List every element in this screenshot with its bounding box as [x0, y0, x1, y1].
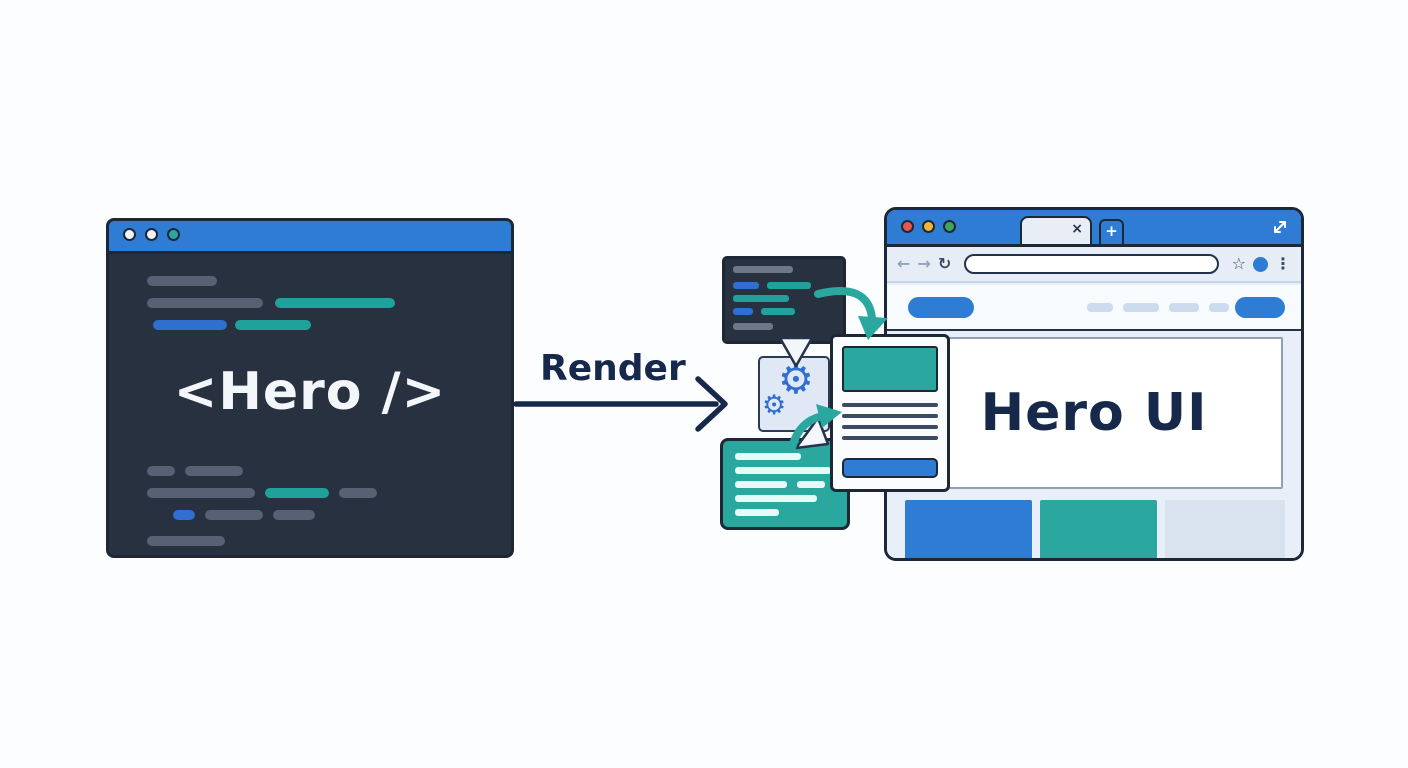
traffic-light-red-icon	[901, 220, 914, 233]
window-button-2	[145, 228, 158, 241]
card-image-block	[842, 346, 938, 392]
code-line	[733, 308, 753, 315]
gear-icon: ⚙	[762, 390, 787, 421]
code-line	[733, 323, 773, 330]
code-line	[153, 320, 227, 330]
nav-button-left	[908, 297, 974, 318]
code-line	[797, 481, 825, 488]
nav-dash	[1209, 303, 1229, 312]
code-line	[205, 510, 263, 520]
window-button-1	[123, 228, 136, 241]
card-text-line	[842, 425, 938, 429]
mini-code-window	[722, 256, 846, 344]
nav-dash	[1087, 303, 1113, 312]
code-editor-window: <Hero />	[106, 218, 514, 558]
gear-panel: ⚙ ⚙	[758, 356, 830, 432]
code-line	[273, 510, 315, 520]
profile-icon	[1253, 256, 1268, 272]
render-arrow	[513, 376, 728, 432]
code-line	[339, 488, 377, 498]
traffic-light-yellow-icon	[922, 220, 935, 233]
tab-close-icon: ×	[1071, 221, 1083, 237]
footer-block-gray	[1165, 500, 1285, 558]
code-line	[185, 466, 243, 476]
code-line	[733, 282, 759, 289]
component-card	[830, 334, 950, 492]
flow-arrow-up-icon	[794, 416, 830, 450]
render-label: Render	[540, 348, 686, 389]
code-line	[275, 298, 395, 308]
star-icon: ☆	[1231, 254, 1246, 273]
hero-panel: Hero UI	[905, 337, 1283, 489]
code-line	[173, 510, 195, 520]
code-line	[147, 488, 255, 498]
teal-code-snippet	[720, 438, 850, 530]
card-button-block	[842, 458, 938, 478]
code-line	[735, 481, 787, 488]
footer-block-teal	[1040, 500, 1157, 558]
code-line	[735, 495, 817, 502]
reload-icon: ↻	[937, 254, 952, 273]
forward-icon: →	[917, 254, 931, 273]
window-button-3	[167, 228, 180, 241]
browser-content: Hero UI	[887, 333, 1301, 558]
flow-arrow-down-icon	[778, 336, 814, 368]
nav-dash	[1169, 303, 1199, 312]
browser-tab: ×	[1020, 216, 1092, 244]
editor-titlebar	[109, 221, 511, 254]
code-line	[235, 320, 311, 330]
back-icon: ←	[897, 254, 911, 273]
code-line	[147, 298, 263, 308]
code-line	[147, 276, 217, 286]
code-line	[767, 282, 811, 289]
code-line	[761, 308, 795, 315]
code-line	[147, 536, 225, 546]
code-line	[265, 488, 329, 498]
code-text: <Hero />	[173, 362, 447, 422]
browser-window: × + ← → ↻ ☆ ⋮ Hero UI	[884, 207, 1304, 561]
card-text-line	[842, 414, 938, 418]
nav-button-right	[1235, 297, 1285, 318]
footer-block-blue	[905, 500, 1032, 558]
flow-arrow-2	[788, 404, 842, 452]
code-line	[735, 509, 779, 516]
card-text-line	[842, 403, 938, 407]
new-tab-button: +	[1099, 219, 1124, 244]
browser-titlebar: × +	[887, 210, 1301, 247]
nav-bar	[887, 285, 1301, 331]
editor-body: <Hero />	[109, 254, 511, 555]
flow-arrow-1	[814, 287, 888, 340]
traffic-light-green-icon	[943, 220, 956, 233]
browser-toolbar: ← → ↻ ☆ ⋮	[887, 247, 1301, 283]
code-line	[735, 467, 831, 474]
code-line	[733, 295, 789, 302]
code-line	[733, 266, 793, 273]
hero-title: Hero UI	[980, 383, 1208, 443]
code-line	[735, 453, 801, 460]
url-bar	[964, 254, 1219, 274]
nav-dash	[1123, 303, 1159, 312]
menu-dots-icon: ⋮	[1275, 254, 1291, 273]
code-line	[147, 466, 175, 476]
expand-icon	[1274, 221, 1286, 233]
card-text-line	[842, 436, 938, 440]
